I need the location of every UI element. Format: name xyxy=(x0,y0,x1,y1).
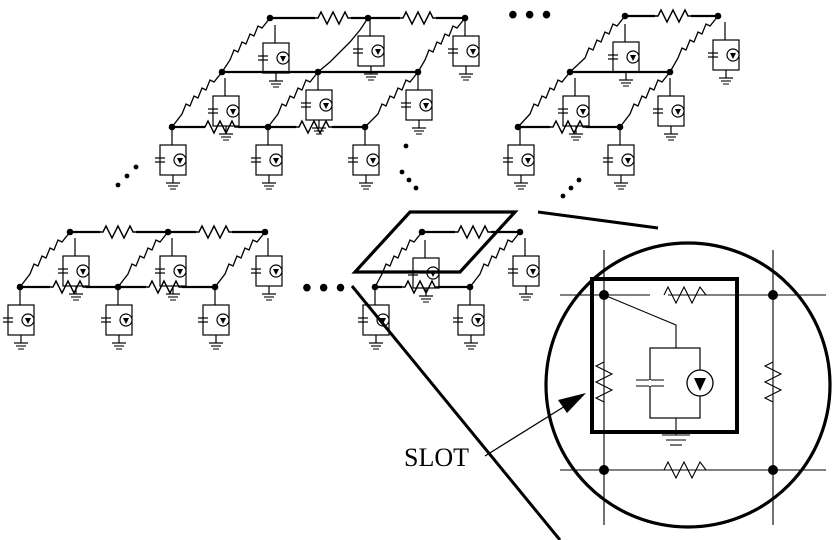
ellipsis-middle: • • • xyxy=(302,273,345,304)
grid-block-top-right xyxy=(502,9,740,190)
grid-block-left xyxy=(2,225,283,350)
grid-block-top-center xyxy=(154,11,480,190)
zoom-lines xyxy=(350,210,659,540)
ellipsis-diagonal-center xyxy=(399,143,419,191)
slot-callout: SLOT xyxy=(404,393,586,472)
ellipsis-diagonal-left xyxy=(115,164,139,188)
ellipsis-top: • • • xyxy=(508,0,551,31)
ellipsis-diagonal-right xyxy=(560,177,582,199)
slot-highlight-parallelogram xyxy=(351,210,519,274)
magnified-slot-view xyxy=(544,241,832,529)
grid-block-middle xyxy=(351,210,540,350)
callout-arrowhead xyxy=(558,393,586,413)
continuation-dots: • • • • • • xyxy=(115,0,582,304)
slot-box xyxy=(590,277,739,434)
slot-label: SLOT xyxy=(404,443,469,472)
